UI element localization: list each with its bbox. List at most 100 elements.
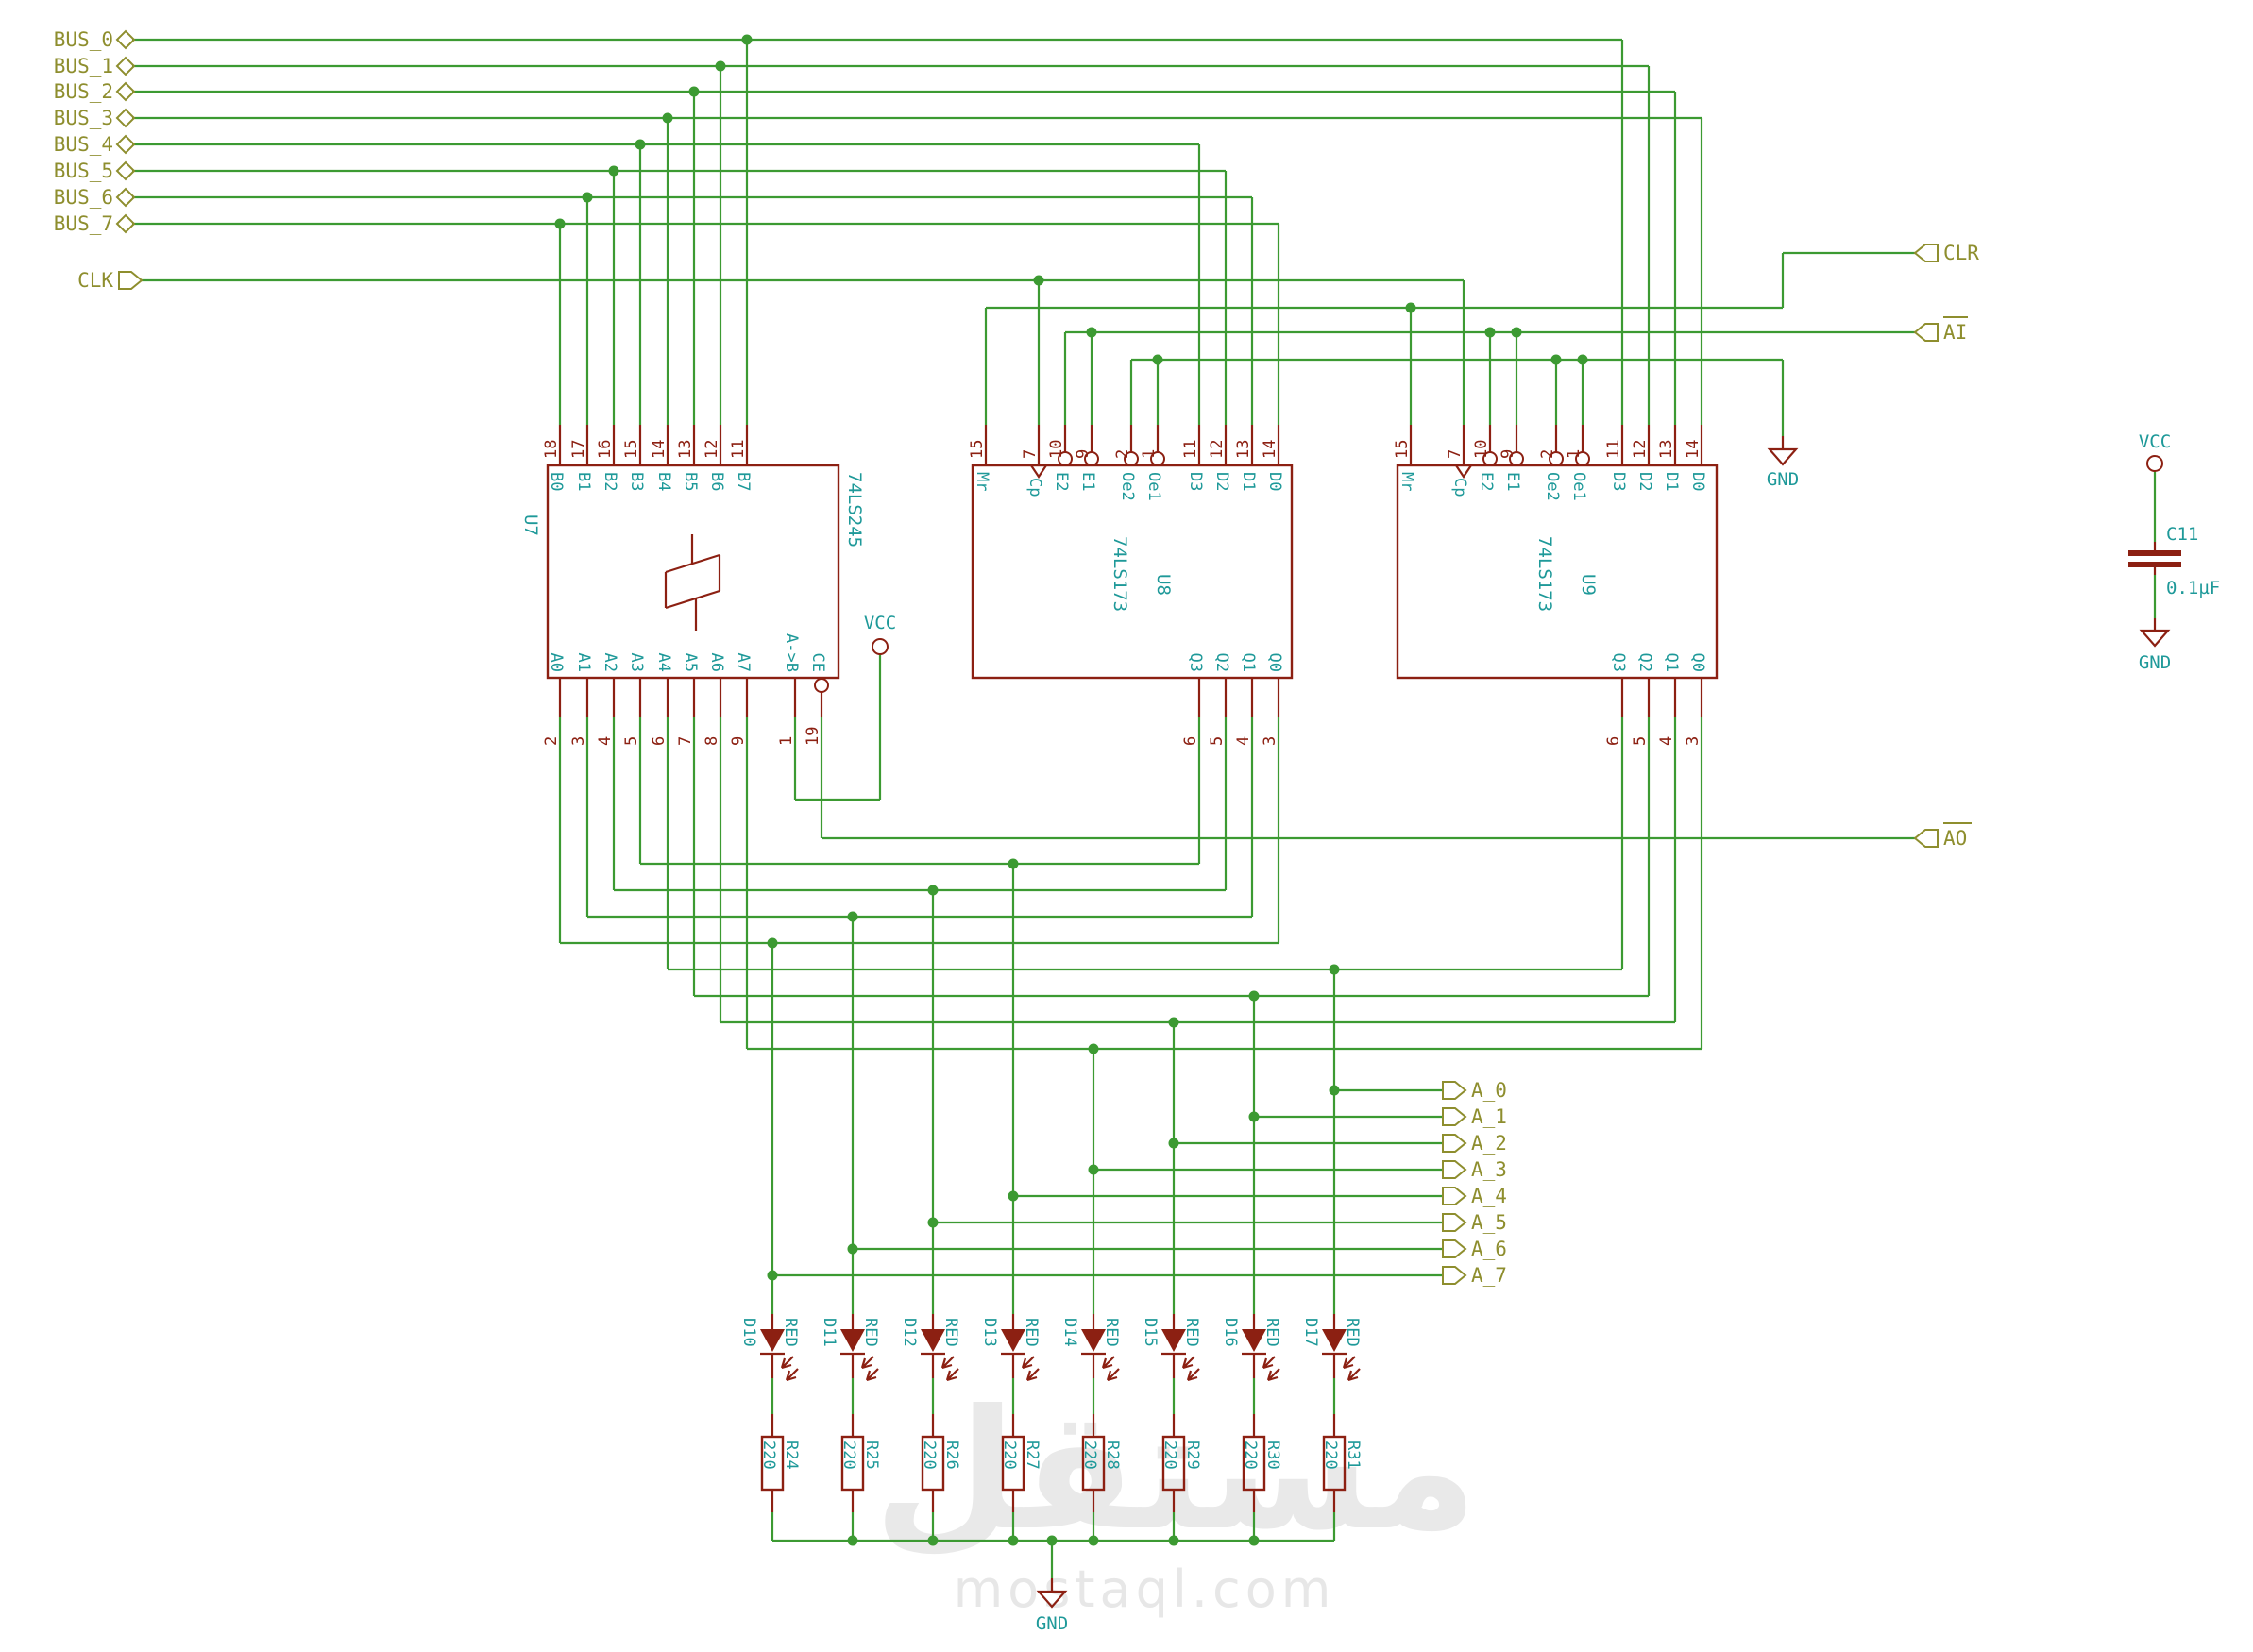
pin-stubs-red: [558, 425, 2157, 1592]
invert-bubble: [1124, 451, 1139, 466]
vcc-symbol: [872, 638, 889, 655]
net-label-a0: A_0: [1471, 1079, 1507, 1102]
net-tag-icons: [1913, 244, 1939, 848]
net-label-bus5: BUS_5: [54, 160, 113, 182]
pin-num: 5: [1208, 736, 1227, 746]
pin-name: Q0: [1265, 653, 1284, 672]
invert-bubble: [1058, 451, 1073, 466]
pin-name: Cp: [1450, 478, 1469, 497]
led-light-arrows: [780, 1356, 1361, 1382]
net-label-bus2: BUS_2: [54, 80, 113, 103]
led-value: RED: [1182, 1318, 1201, 1347]
pin-num: 11: [729, 440, 748, 459]
pin-name: E1: [1078, 472, 1097, 491]
pin-name: B4: [654, 472, 673, 491]
pin-name: A3: [627, 653, 646, 672]
pin-name: D3: [1609, 472, 1628, 491]
net-label-a1: A_1: [1471, 1105, 1507, 1128]
vcc-symbol: [2146, 455, 2163, 472]
led-labels: D10 RED D11 RED D12 RED D13 RED D14 RED …: [739, 1318, 1362, 1347]
led-value: RED: [1102, 1318, 1121, 1347]
led-value: RED: [781, 1318, 800, 1347]
pin-name: Mr: [973, 472, 991, 491]
pin-num: 13: [1657, 440, 1676, 459]
chip-value: 74LS245: [844, 472, 865, 548]
invert-bubbles: [814, 451, 1590, 693]
pin-name: D0: [1688, 472, 1707, 491]
pin-name: Q1: [1662, 653, 1681, 672]
pin-name: A6: [707, 653, 726, 672]
net-label-a4: A_4: [1471, 1185, 1507, 1207]
pin-num: 3: [1261, 736, 1279, 746]
chip-ref: U7: [520, 514, 541, 536]
cap-ref: C11: [2166, 524, 2198, 545]
invert-bubble: [1482, 451, 1498, 466]
pin-num: 8: [703, 736, 721, 746]
pin-name: Q0: [1688, 653, 1707, 672]
pin-num: 7: [1021, 449, 1040, 459]
gnd-label: GND: [1036, 1613, 1068, 1634]
pin-name: B7: [734, 472, 753, 491]
resistor-labels: 220 R24 220 R25 220 R26 220 R27 220 R28 …: [759, 1441, 1363, 1470]
pin-num: 2: [1538, 449, 1557, 459]
pin-num: 6: [1604, 736, 1623, 746]
pin-name: A0: [547, 653, 566, 672]
resistor-value: 220: [839, 1441, 858, 1470]
clk-tag-icon: [118, 271, 144, 290]
pin-num: 10: [1472, 440, 1491, 459]
resistor-body: [760, 1435, 785, 1492]
net-label-bus6: BUS_6: [54, 186, 113, 209]
pin-num: 4: [596, 736, 615, 746]
overline-marks: [1943, 316, 1972, 824]
pin-num: 7: [1446, 449, 1465, 459]
pin-name: E2: [1052, 472, 1071, 491]
pin-name: Q3: [1186, 653, 1205, 672]
pin-num: 14: [650, 440, 669, 459]
pin-num: 1: [1140, 449, 1159, 459]
pin-num: 15: [968, 440, 987, 459]
chip-ref: U9: [1578, 574, 1599, 596]
resistor-body: [1242, 1435, 1266, 1492]
led-diode: [1161, 1329, 1186, 1352]
pin-name: A4: [654, 653, 673, 672]
invert-bubble: [1509, 451, 1524, 466]
net-label-ao: AO: [1943, 827, 1967, 850]
pin-name: Q1: [1239, 653, 1258, 672]
resistor-body: [921, 1435, 945, 1492]
pin-num: 6: [650, 736, 669, 746]
cap-value: 0.1µF: [2166, 578, 2220, 598]
net-label-bus7: BUS_7: [54, 212, 113, 235]
pin-name: D0: [1265, 472, 1284, 491]
pin-name: B1: [574, 472, 593, 491]
led-diode: [1001, 1329, 1025, 1352]
pin-num: 10: [1047, 440, 1066, 459]
pin-num: 9: [729, 736, 748, 746]
net-label-clk: CLK: [77, 269, 113, 292]
led-ref: D13: [980, 1318, 999, 1347]
watermark-url: mostaql.com: [954, 1559, 1336, 1619]
wires-green: [132, 38, 2157, 1578]
led-ref: D12: [900, 1318, 919, 1347]
chip-value: 74LS173: [1110, 536, 1130, 612]
net-label-a3: A_3: [1471, 1158, 1507, 1181]
vcc-label: VCC: [2139, 431, 2171, 452]
pin-name: D2: [1212, 472, 1231, 491]
pin-num: 9: [1074, 449, 1093, 459]
net-label-a2: A_2: [1471, 1132, 1507, 1155]
resistor-body: [1081, 1435, 1106, 1492]
resistor-body: [1161, 1435, 1186, 1492]
pin-name: Oe1: [1569, 472, 1588, 501]
led-ref: D10: [739, 1318, 758, 1347]
invert-bubble: [1549, 451, 1564, 466]
a-tag-icons: [1442, 1081, 1467, 1285]
resistor-value: 220: [759, 1441, 778, 1470]
resistor-value: 220: [920, 1441, 939, 1470]
pin-name: A2: [601, 653, 619, 672]
chip-u8-texts: 15 7 10 9 2 1 11 12 13 14 Mr Cp E2 E1 Oe…: [968, 440, 1284, 746]
pin-num: 12: [703, 440, 721, 459]
pin-name: B3: [627, 472, 646, 491]
resistor-ref: R24: [782, 1441, 801, 1470]
vcc-label: VCC: [864, 613, 896, 633]
gnd-symbols: [1036, 447, 2171, 1609]
